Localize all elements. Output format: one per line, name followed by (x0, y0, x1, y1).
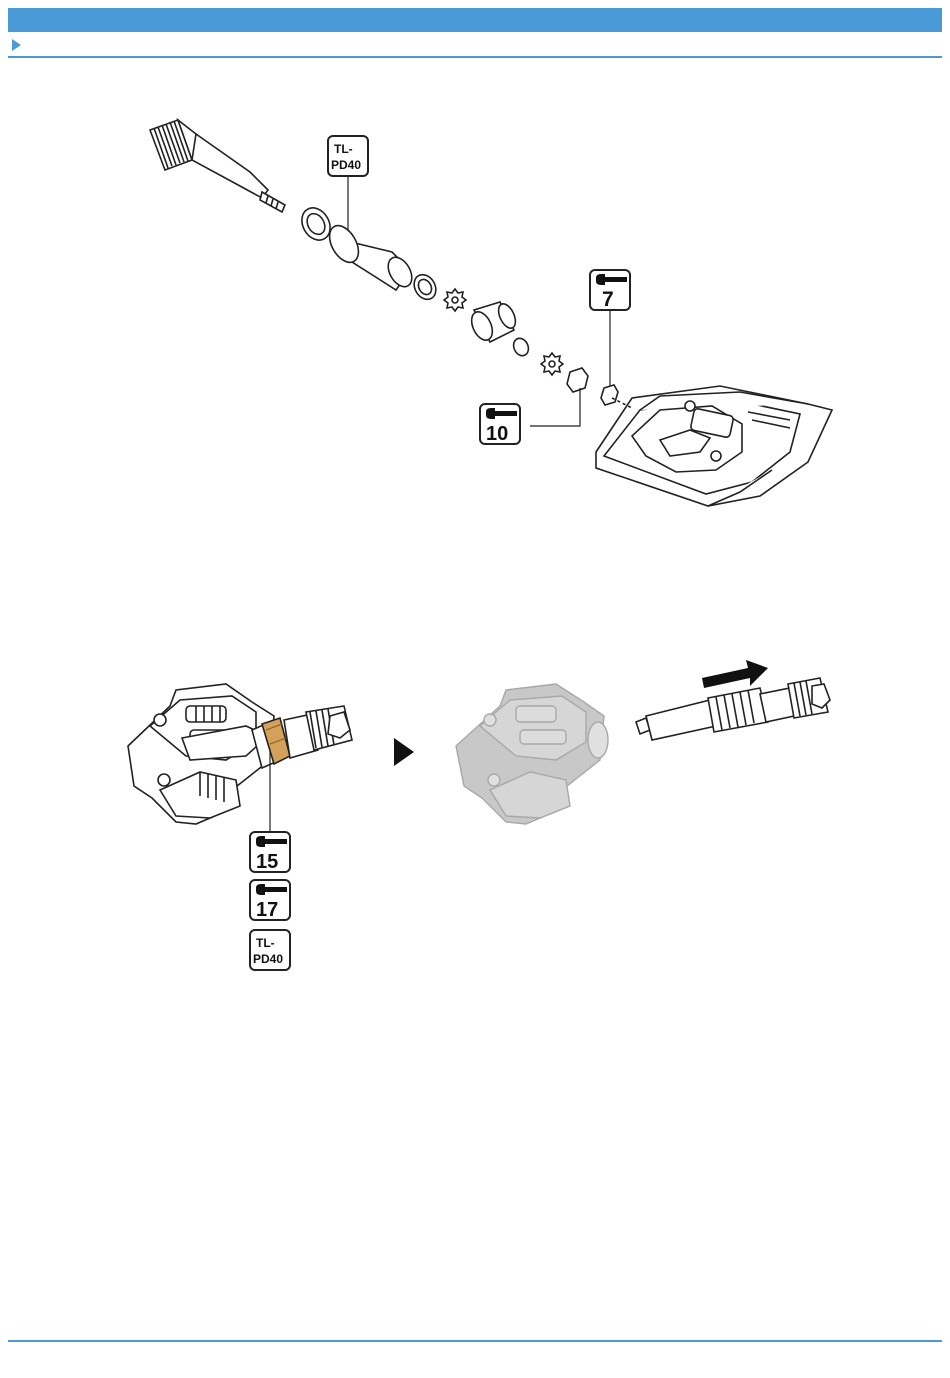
svg-text:7: 7 (602, 288, 614, 311)
svg-text:10: 10 (486, 423, 508, 445)
faded-pedal-body (456, 684, 608, 824)
tool-badge-bottom: TL- PD40 (250, 930, 290, 970)
svg-text:PD40: PD40 (331, 158, 361, 172)
footer-rule (8, 1340, 942, 1342)
svg-text:17: 17 (256, 899, 278, 921)
bearing-cone (511, 336, 531, 358)
svg-text:15: 15 (256, 851, 278, 873)
removed-spindle (636, 678, 830, 740)
right-arrow-icon (702, 660, 768, 688)
play-arrow-icon (394, 738, 414, 766)
exploded-axle-view (150, 120, 832, 506)
wrench-badge-17: 17 (250, 880, 290, 921)
wrench-badge-7: 7 (590, 270, 630, 311)
trail-pedal-body (596, 386, 832, 506)
svg-text:TL-: TL- (334, 142, 353, 156)
svg-text:TL-: TL- (256, 936, 275, 950)
spindle-axle (192, 134, 268, 198)
svg-text:PD40: PD40 (253, 952, 283, 966)
wrench-badge-15: 15 (250, 832, 290, 873)
spindle-protrusion (284, 706, 352, 758)
tool-badge-top: TL- PD40 (328, 136, 368, 176)
lock-nut-10 (567, 368, 588, 392)
wrench-badge-10: 10 (480, 404, 520, 445)
spd-pedal-assembled (128, 684, 280, 824)
nut-7 (601, 385, 618, 405)
